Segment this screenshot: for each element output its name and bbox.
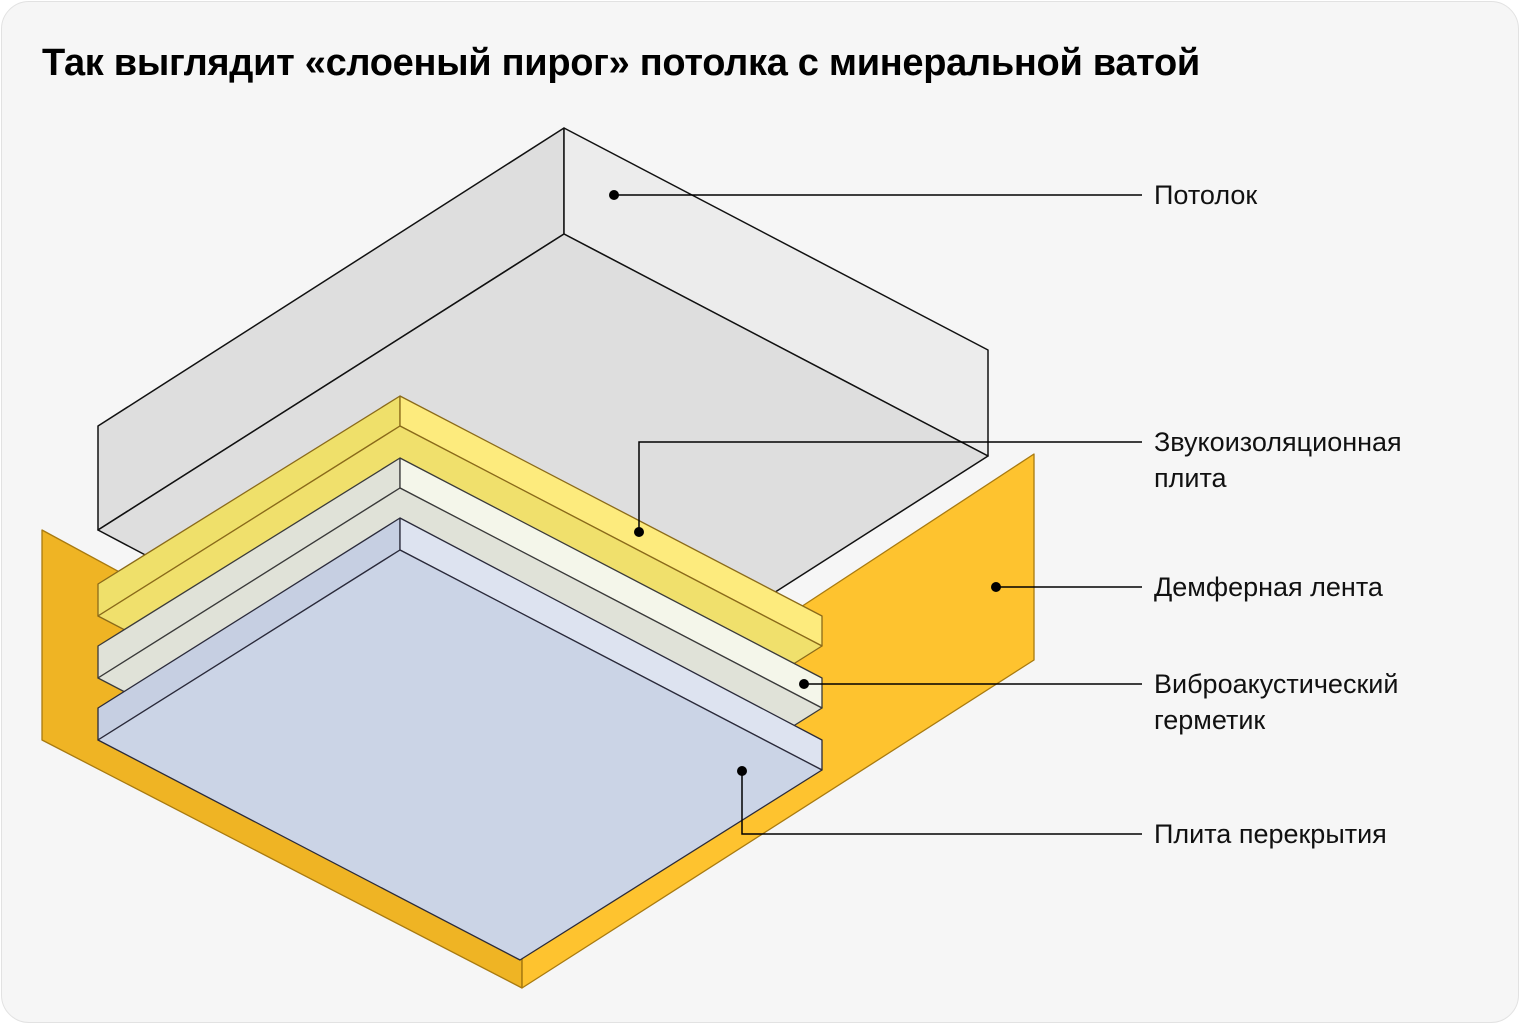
label-sound-plate: Звукоизоляционная плита [1154,424,1402,496]
label-floor-slab-line-1: Плита перекрытия [1154,819,1387,849]
callouts [614,194,1142,835]
label-ceiling: Потолок [1154,177,1257,213]
diagram-title: Так выглядит «слоеный пирог» потолка с м… [42,42,1200,84]
label-damper-tape-line-1: Демферная лента [1154,572,1383,602]
label-floor-slab: Плита перекрытия [1154,816,1387,852]
label-sealant-line-2: герметик [1154,705,1266,735]
callout-sealant-dot [799,679,809,689]
callout-floor-slab-dot [737,766,747,776]
callout-sound-plate-line [638,441,1142,532]
callout-ceiling-dot [609,190,619,200]
callout-sound-plate-dot [634,527,644,537]
floor-slab-shape [97,517,823,961]
label-sealant-line-1: Виброакустический [1154,669,1399,699]
label-ceiling-line-1: Потолок [1154,180,1258,210]
label-sealant: Виброакустический герметик [1154,666,1398,738]
callout-damper-tape-dot [991,582,1001,592]
callout-dots [609,190,1001,776]
callout-floor-slab-line [741,771,1142,835]
label-sound-plate-line-1: Звукоизоляционная [1154,427,1402,457]
label-sound-plate-line-2: плита [1154,463,1227,493]
label-damper-tape: Демферная лента [1154,569,1383,605]
